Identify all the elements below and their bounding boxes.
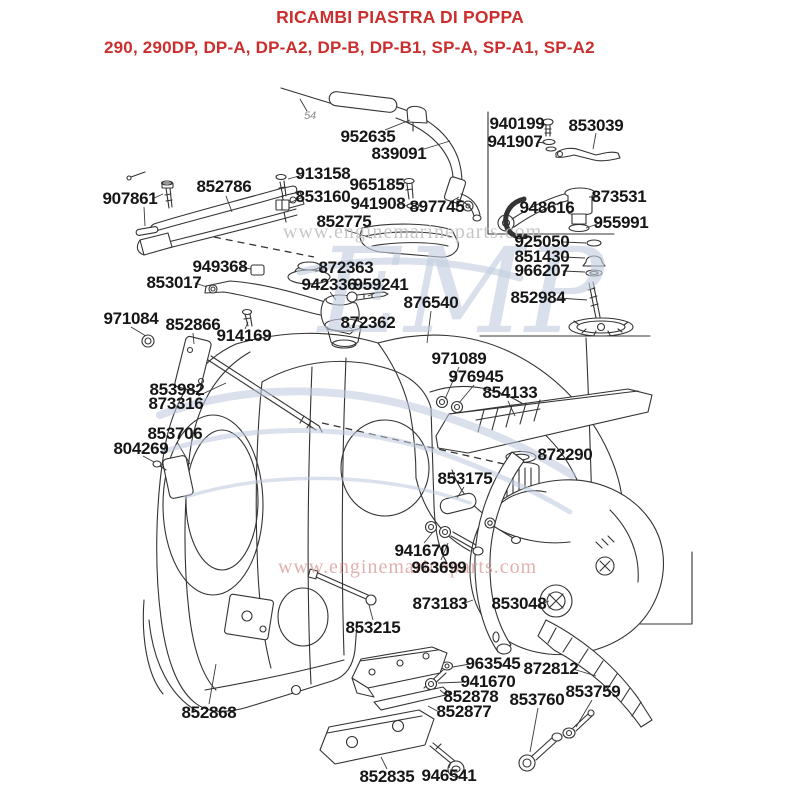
part-label-965185: 965185 (349, 175, 405, 194)
shift-cable (280, 87, 482, 222)
part-label-897745: 897745 (409, 197, 465, 216)
part-label-839091: 839091 (371, 144, 427, 163)
part-label-873531: 873531 (591, 187, 647, 206)
part-label-853215: 853215 (345, 618, 401, 637)
part-label-853017: 853017 (146, 273, 202, 292)
part-label-963699: 963699 (411, 558, 467, 577)
part-label-873316: 873316 (148, 394, 204, 413)
part-label-853760: 853760 (509, 690, 565, 709)
part-label-852878: 852878 (443, 687, 499, 706)
part-label-853982: 853982 (149, 380, 205, 399)
part-label-804269: 804269 (113, 439, 169, 458)
part-label-853160: 853160 (295, 187, 351, 206)
bottom-brackets (319, 646, 465, 778)
part-label-914169: 914169 (216, 326, 272, 345)
part-label-852868: 852868 (181, 703, 237, 722)
trim-sender-assembly (497, 118, 621, 240)
part-label-853048: 853048 (491, 594, 547, 613)
part-label-853706: 853706 (147, 424, 203, 443)
part-label-54: 54 (304, 110, 316, 122)
part-label-942336: 942336 (301, 275, 357, 294)
part-label-948616: 948616 (519, 198, 575, 217)
part-label-852775: 852775 (316, 212, 372, 231)
part-label-852786: 852786 (196, 177, 252, 196)
page-subtitle: 290, 290DP, DP-A, DP-A2, DP-B, DP-B1, SP… (104, 38, 595, 57)
part-label-853175: 853175 (437, 469, 493, 488)
part-label-872362: 872362 (340, 313, 396, 332)
part-label-925050: 925050 (514, 232, 570, 251)
part-label-852877: 852877 (436, 702, 492, 721)
part-label-851430: 851430 (514, 247, 570, 266)
part-label-852835: 852835 (359, 767, 415, 786)
anode-and-bolts (518, 619, 653, 772)
page-title: RICAMBI PIASTRA DI POPPA (276, 7, 524, 27)
steering-arm-upper (126, 171, 420, 258)
part-label-872363: 872363 (318, 258, 374, 277)
sender-mount-stack (568, 239, 634, 337)
part-label-852984: 852984 (510, 288, 566, 307)
part-label-852866: 852866 (165, 315, 221, 334)
part-label-959241: 959241 (353, 275, 409, 294)
part-label-976945: 976945 (448, 367, 504, 386)
part-label-952635: 952635 (340, 127, 396, 146)
part-label-941670: 941670 (394, 541, 450, 560)
part-label-946541: 946541 (421, 766, 477, 785)
part-label-853759: 853759 (565, 682, 621, 701)
cover-plate (359, 223, 459, 258)
part-label-854133: 854133 (482, 383, 538, 402)
part-label-971089: 971089 (431, 349, 487, 368)
part-label-872812: 872812 (523, 659, 579, 678)
part-label-872290: 872290 (537, 445, 593, 464)
part-label-873183: 873183 (412, 594, 468, 613)
pivot-screw (307, 568, 377, 606)
part-label-966207: 966207 (514, 261, 570, 280)
part-label-949368: 949368 (192, 257, 248, 276)
part-label-941907: 941907 (487, 132, 543, 151)
part-label-853039: 853039 (568, 116, 624, 135)
part-label-955991: 955991 (593, 213, 649, 232)
part-label-907861: 907861 (102, 189, 158, 208)
part-label-940199: 940199 (489, 114, 545, 133)
part-label-876540: 876540 (403, 293, 459, 312)
part-label-913158: 913158 (295, 164, 351, 183)
part-label-941670: 941670 (460, 672, 516, 691)
part-label-941908: 941908 (350, 194, 406, 213)
part-label-963545: 963545 (465, 654, 521, 673)
part-label-971084: 971084 (103, 309, 159, 328)
